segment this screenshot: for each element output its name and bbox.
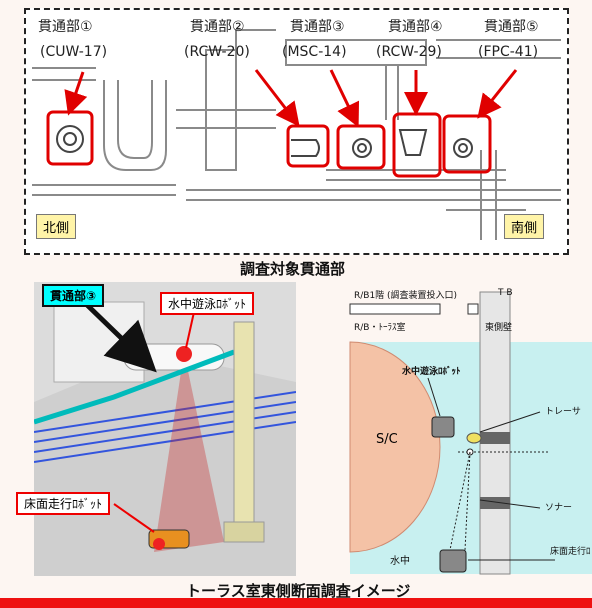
highlight-box-4 bbox=[392, 112, 442, 178]
highlight-box-5 bbox=[442, 114, 492, 174]
rb1-floor-label: R/B1階 (調査装置投入口) bbox=[354, 291, 458, 301]
arrow-1 bbox=[64, 71, 88, 116]
penetration-3-code: (MSC-14) bbox=[282, 44, 347, 60]
penetration-5-code: (FPC-41) bbox=[478, 44, 539, 60]
highlight-box-2 bbox=[286, 124, 330, 168]
bottom-red-bar bbox=[0, 598, 592, 608]
cross-section-drawing bbox=[349, 291, 592, 575]
tracer-label: トレーサ bbox=[545, 407, 581, 417]
highlight-box-3 bbox=[336, 124, 386, 170]
torus-3d-diagram bbox=[34, 282, 296, 576]
torus-3d-drawing bbox=[34, 282, 296, 576]
arrow-3 bbox=[329, 69, 360, 128]
penetration-1-label: 貫通部① bbox=[38, 19, 93, 35]
rb-torus-label: R/B・ﾄｰﾗｽ室 bbox=[354, 323, 406, 333]
tb-label: T B bbox=[498, 288, 513, 298]
penetration-3-tag: 貫通部③ bbox=[42, 284, 105, 307]
bottom-caption: トーラス室東側断面調査イメージ bbox=[186, 582, 411, 600]
penetration-4-code: (RCW-29) bbox=[376, 44, 442, 60]
sonar-label: ソナー bbox=[545, 503, 573, 513]
top-caption: 調査対象貫通部 bbox=[240, 260, 346, 278]
north-side-label: 北側 bbox=[36, 214, 77, 239]
penetration-2-label: 貫通部② bbox=[190, 19, 245, 35]
penetration-1-code: (CUW-17) bbox=[40, 44, 108, 60]
floor-robot-label: 床面走行ﾛ bbox=[550, 547, 591, 557]
penetration-4-label: 貫通部④ bbox=[388, 19, 443, 35]
arrow-5 bbox=[477, 69, 518, 119]
penetration-5-label: 貫通部⑤ bbox=[484, 19, 539, 35]
highlight-box-1 bbox=[46, 110, 94, 166]
torus-cross-section: R/B1階 (調査装置投入口) T B R/B・ﾄｰﾗｽ室 東側壁 水中遊泳ﾛﾎ… bbox=[340, 282, 592, 578]
water-label: 水中 bbox=[390, 556, 410, 567]
swim-robot-tag: 水中遊泳ﾛﾎﾞｯﾄ bbox=[160, 292, 255, 315]
floor-robot-tag: 床面走行ﾛﾎﾞｯﾄ bbox=[16, 492, 111, 515]
south-side-label: 南側 bbox=[504, 214, 545, 239]
pipe-drawing bbox=[32, 29, 561, 240]
arrow-2 bbox=[254, 69, 300, 127]
penetration-2-code: (RCW-20) bbox=[184, 44, 250, 60]
penetration-overview-panel: 貫通部① (CUW-17) 貫通部② (RCW-20) 貫通部③ (MSC-14… bbox=[24, 8, 569, 255]
swim-robot-label: 水中遊泳ﾛﾎﾞｯﾄ bbox=[402, 367, 461, 377]
penetration-3-label: 貫通部③ bbox=[290, 19, 345, 35]
sc-label: S/C bbox=[376, 432, 398, 447]
east-wall-label: 東側壁 bbox=[485, 323, 513, 333]
